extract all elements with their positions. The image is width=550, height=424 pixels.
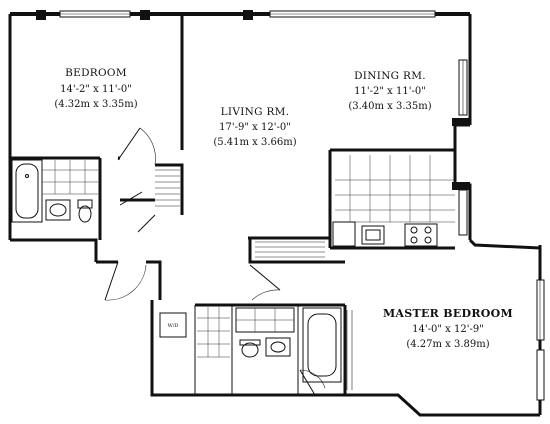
- corridor-closet: [255, 241, 325, 258]
- bedroom-dim-metric: (4.32m x 3.35m): [54, 99, 137, 110]
- living-dim-metric: (5.41m x 3.66m): [213, 137, 296, 148]
- living-name: LIVING RM.: [221, 106, 290, 118]
- bedroom-dim-imperial: 14'-2" x 11'-0": [60, 84, 132, 95]
- room-label-dining: DINING RM. 11'-2" x 11'-0" (3.40m x 3.35…: [348, 70, 431, 112]
- dining-dim-metric: (3.40m x 3.35m): [348, 101, 431, 112]
- kitchen: [332, 155, 455, 247]
- dining-dim-imperial: 11'-2" x 11'-0": [354, 86, 426, 97]
- master-dim-metric: (4.27m x 3.89m): [406, 339, 489, 350]
- room-label-living: LIVING RM. 17'-9" x 12'-0" (5.41m x 3.66…: [213, 106, 296, 148]
- room-label-bedroom: BEDROOM 14'-2" x 11'-0" (4.32m x 3.35m): [54, 67, 137, 110]
- dining-name: DINING RM.: [354, 70, 426, 82]
- master-name: MASTER BEDROOM: [383, 307, 513, 320]
- living-dim-imperial: 17'-9" x 12'-0": [219, 122, 291, 133]
- room-label-master: MASTER BEDROOM 14'-0" x 12'-9" (4.27m x …: [383, 307, 513, 350]
- bedroom-name: BEDROOM: [65, 67, 127, 79]
- master-dim-imperial: 14'-0" x 12'-9": [412, 324, 484, 335]
- master-bath: W/D: [159, 307, 353, 390]
- bathroom-left: [11, 159, 180, 223]
- interior-walls: [10, 14, 455, 395]
- wd-label: W/D: [168, 323, 179, 329]
- windows: [59, 10, 545, 401]
- doors: [104, 191, 326, 396]
